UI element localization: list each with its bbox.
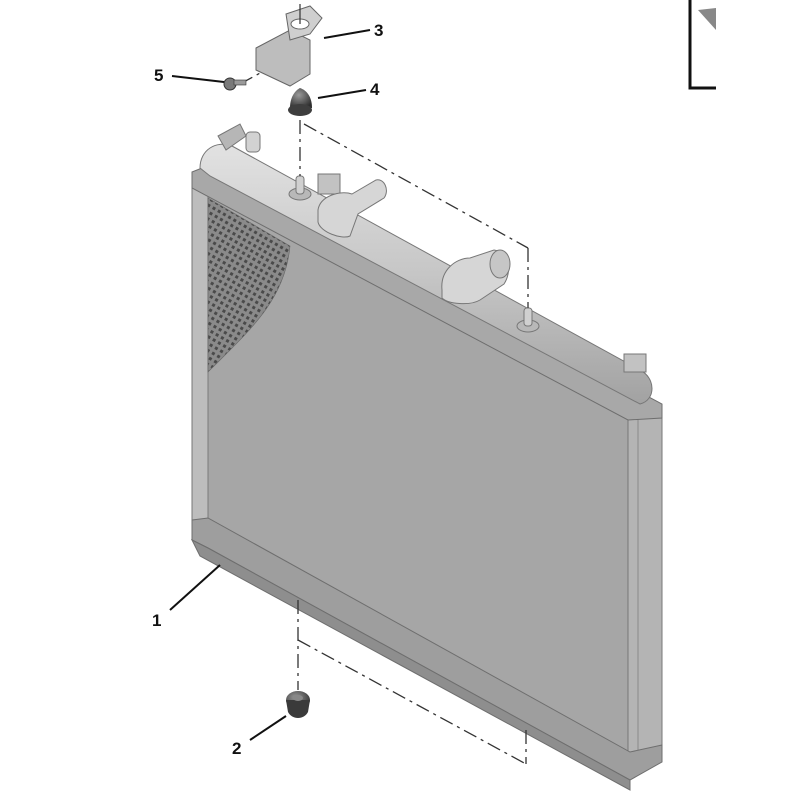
lower-mounting-rubber bbox=[286, 691, 310, 718]
leader-lines bbox=[169, 29, 371, 741]
callout-3: 3 bbox=[374, 21, 384, 40]
inset-view-frame bbox=[688, 0, 716, 90]
upper-mounting-bracket bbox=[255, 4, 323, 87]
assembly-lines bbox=[239, 71, 529, 765]
callout-5: 5 bbox=[154, 66, 164, 85]
callout-1: 1 bbox=[152, 611, 162, 630]
bracket-screw bbox=[223, 77, 247, 91]
upper-mounting-rubber bbox=[288, 88, 312, 116]
radiator bbox=[190, 123, 663, 791]
callout-2: 2 bbox=[232, 739, 242, 758]
callout-4: 4 bbox=[370, 80, 380, 99]
